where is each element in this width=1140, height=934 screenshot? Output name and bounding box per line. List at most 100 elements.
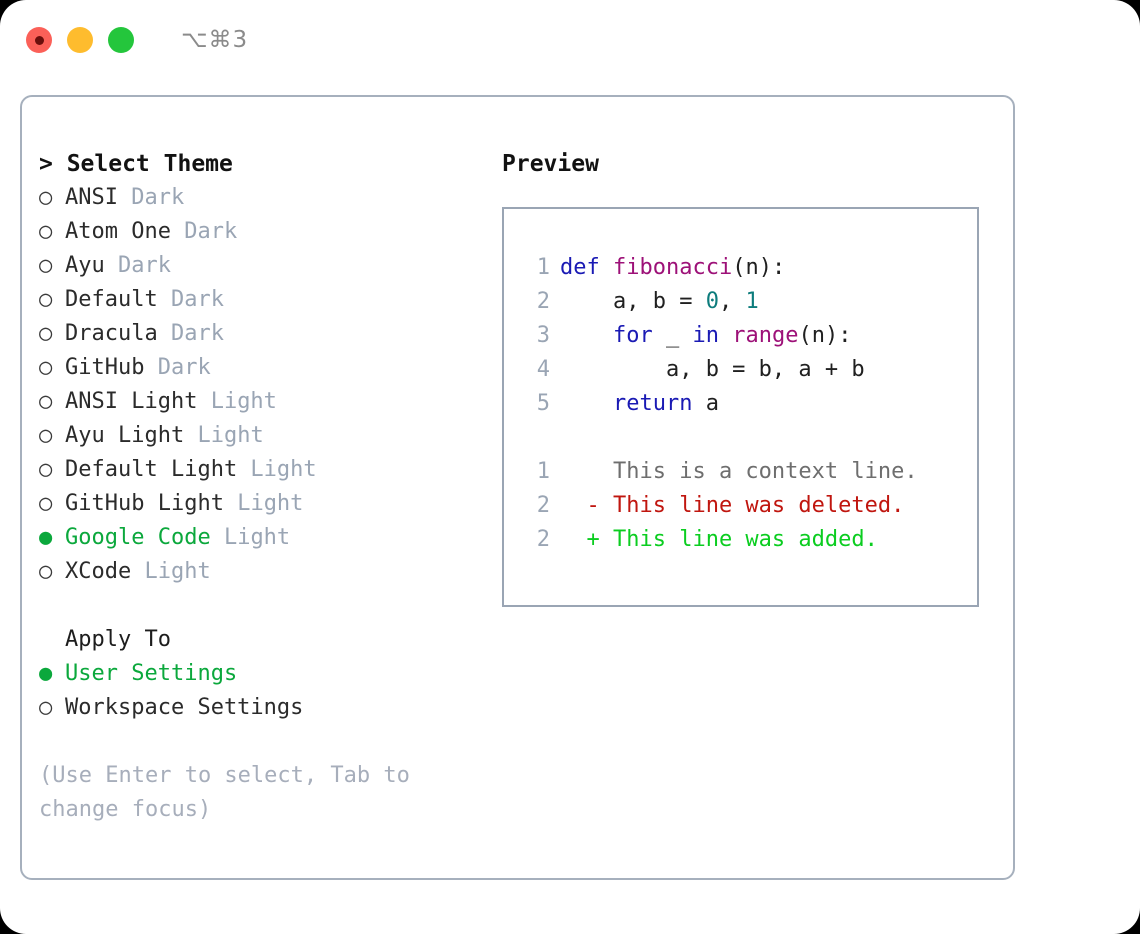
close-button-icon[interactable] (26, 27, 52, 53)
code-line: 4 a, b = b, a + b (522, 353, 977, 387)
radio-unselected-icon[interactable]: ○ (39, 219, 53, 244)
code-token: , (718, 289, 746, 314)
code-token: 0 (705, 289, 719, 314)
apply-to-label: Workspace Settings (65, 695, 304, 720)
radio-unselected-icon[interactable]: ○ (39, 423, 53, 448)
traffic-light-group (26, 27, 134, 53)
radio-unselected-icon[interactable]: ○ (39, 185, 53, 210)
line-number: 2 (536, 289, 550, 314)
diff-line: 2 - This line was deleted. (522, 489, 977, 523)
line-number: 2 (536, 493, 550, 518)
line-number: 1 (536, 459, 550, 484)
theme-variant-label: Dark (170, 219, 238, 244)
maximize-button-icon[interactable] (108, 27, 134, 53)
line-number: 2 (536, 527, 550, 552)
code-line: 3 for _ in range(n): (522, 319, 977, 353)
theme-name-label: Ayu Light (65, 423, 185, 448)
diff-sample: 1 This is a context line.2 - This line w… (522, 455, 977, 557)
theme-name-label: Ayu (65, 253, 105, 278)
theme-list-item[interactable]: ○ GitHub Light Light (39, 487, 479, 521)
theme-variant-label: Light (237, 457, 317, 482)
code-token: for (612, 323, 653, 348)
line-number: 4 (536, 357, 550, 382)
theme-list-item[interactable]: ○Dracula Dark (39, 317, 479, 351)
radio-selected-icon[interactable]: ● (39, 661, 53, 686)
code-token: in (692, 323, 719, 348)
code-token: def (560, 255, 613, 280)
code-token: (n): (798, 323, 852, 348)
preview-heading: Preview (502, 151, 599, 177)
theme-list-item[interactable]: ○Ayu Light Light (39, 419, 479, 453)
theme-list-item[interactable]: ○ Atom One Dark (39, 215, 479, 249)
select-theme-heading: > Select Theme (39, 151, 233, 177)
radio-unselected-icon[interactable]: ○ (39, 321, 53, 346)
theme-name-label: ANSI (65, 185, 118, 210)
theme-variant-label: Dark (157, 287, 224, 312)
radio-unselected-icon[interactable]: ○ (39, 491, 53, 516)
code-line: 1 def fibonacci(n): (522, 251, 977, 285)
theme-list[interactable]: ○ANSI Dark○Atom One Dark○Ayu Dark○Defaul… (39, 181, 479, 589)
apply-to-label: User Settings (65, 661, 238, 686)
radio-unselected-icon[interactable]: ○ (39, 355, 53, 380)
code-token: a, b = (560, 289, 706, 314)
theme-list-item[interactable]: ● Google Code Light (39, 521, 479, 555)
theme-name-label: Dracula (65, 321, 158, 346)
code-line: 2 a, b = 0, 1 (522, 285, 977, 319)
code-token (560, 323, 613, 348)
line-number: 3 (536, 323, 550, 348)
theme-list-item[interactable]: ○Default Light Light (39, 453, 479, 487)
code-token: 1 (745, 289, 759, 314)
apply-to-option[interactable]: ○ Workspace Settings (39, 691, 479, 725)
theme-list-item[interactable]: ○ ANSI Dark (39, 181, 479, 215)
theme-variant-label: Dark (144, 355, 211, 380)
code-token (719, 323, 732, 348)
diff-line-text: + This line was added. (560, 527, 878, 552)
diff-line: 2 + This line was added. (522, 523, 977, 557)
theme-name-label: Google Code (65, 525, 211, 550)
code-token: (n): (732, 255, 786, 280)
theme-name-label: GitHub Light (65, 491, 224, 516)
code-token: a, b = b, a + b (560, 357, 865, 382)
line-number: 1 (536, 255, 550, 280)
theme-list-item[interactable]: ○GitHub Dark (39, 351, 479, 385)
radio-selected-icon[interactable]: ● (39, 525, 53, 550)
theme-list-item[interactable]: ○Default Dark (39, 283, 479, 317)
minimize-button-icon[interactable] (67, 27, 93, 53)
theme-variant-label: Dark (117, 185, 185, 210)
theme-name-label: Atom One (65, 219, 171, 244)
radio-unselected-icon[interactable]: ○ (39, 457, 53, 482)
recording-indicator-icon (34, 35, 44, 45)
main-window-panel: > Select Theme ○ANSI Dark○Atom One Dark○… (20, 95, 1015, 880)
radio-unselected-icon[interactable]: ○ (39, 389, 53, 414)
theme-variant-label: Light (131, 559, 211, 584)
theme-list-item[interactable]: ○ ANSI Light Light (39, 385, 479, 419)
code-token: return (612, 391, 693, 416)
theme-list-item[interactable]: ○ Ayu Dark (39, 249, 479, 283)
theme-variant-label: Light (197, 389, 277, 414)
theme-variant-label: Light (210, 525, 291, 550)
apply-to-options[interactable]: ● User Settings ○ Workspace Settings (39, 657, 479, 725)
radio-unselected-icon[interactable]: ○ (39, 559, 53, 584)
radio-unselected-icon[interactable]: ○ (39, 287, 53, 312)
code-token: range (732, 323, 799, 348)
code-token: a (692, 391, 719, 416)
theme-variant-label: Dark (104, 253, 171, 278)
keyboard-hint-text: (Use Enter to select, Tab to change focu… (39, 763, 410, 822)
keyboard-shortcut-label: ⌥⌘3 (181, 27, 249, 53)
code-token: fibonacci (612, 255, 733, 280)
radio-unselected-icon[interactable]: ○ (39, 253, 53, 278)
theme-variant-label: Light (223, 491, 304, 516)
title-bar: ⌥⌘3 (0, 0, 1140, 80)
diff-line-text: This is a context line. (560, 459, 918, 484)
code-token (560, 391, 613, 416)
apply-to-option[interactable]: ● User Settings (39, 657, 479, 691)
theme-list-item[interactable]: ○XCode Light (39, 555, 479, 589)
theme-name-label: ANSI Light (65, 389, 198, 414)
diff-line: 1 This is a context line. (522, 455, 977, 489)
apply-to-section: Apply To ●User Settings○Workspace Settin… (39, 623, 479, 725)
radio-unselected-icon[interactable]: ○ (39, 695, 53, 720)
